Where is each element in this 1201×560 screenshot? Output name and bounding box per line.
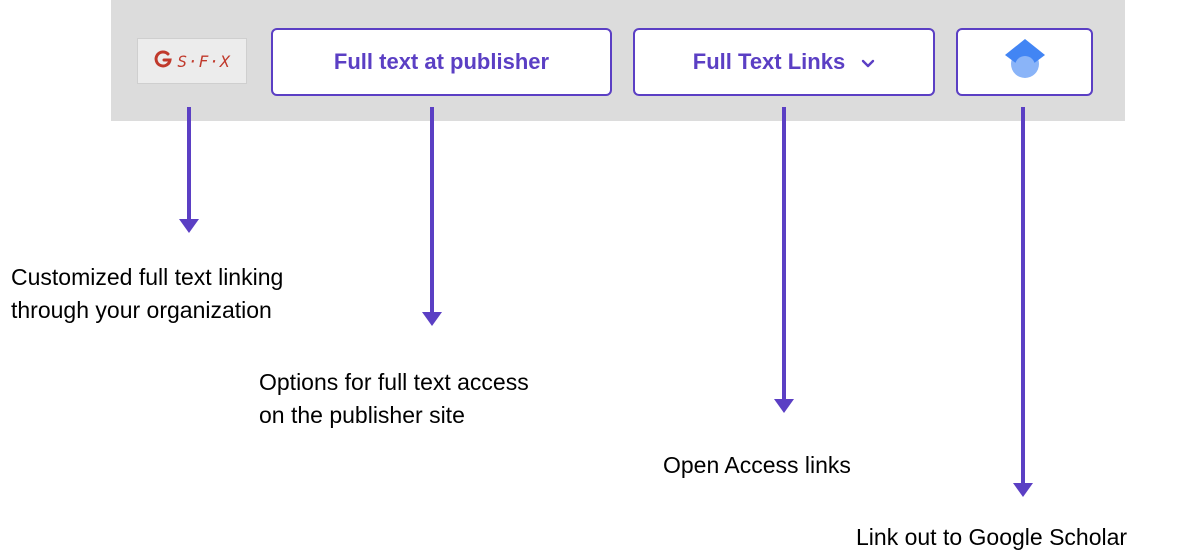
sfx-logo-icon — [153, 49, 173, 74]
publisher-button-label: Full text at publisher — [333, 49, 550, 74]
arrow-google-scholar — [1013, 107, 1033, 497]
arrow-sfx — [179, 107, 199, 233]
sfx-logo-text: S·F·X — [177, 51, 231, 71]
chevron-down-icon — [861, 49, 875, 75]
caption-sfx: Customized full text linking through you… — [11, 264, 284, 323]
full-text-links-dropdown[interactable]: Full Text Links — [633, 28, 935, 96]
google-scholar-button[interactable] — [956, 28, 1093, 96]
arrow-full-text-links — [774, 107, 794, 413]
caption-google-scholar: Link out to Google Scholar — [856, 524, 1128, 550]
caption-full-text-links: Open Access links — [663, 452, 851, 478]
full-text-links-label: Full Text Links — [692, 49, 846, 74]
arrow-publisher — [422, 107, 442, 326]
caption-publisher: Options for full text access on the publ… — [259, 369, 529, 428]
sfx-link-button[interactable]: S·F·X — [137, 38, 247, 84]
full-text-at-publisher-button[interactable]: Full text at publisher — [271, 28, 612, 96]
google-scholar-icon — [1001, 36, 1049, 88]
